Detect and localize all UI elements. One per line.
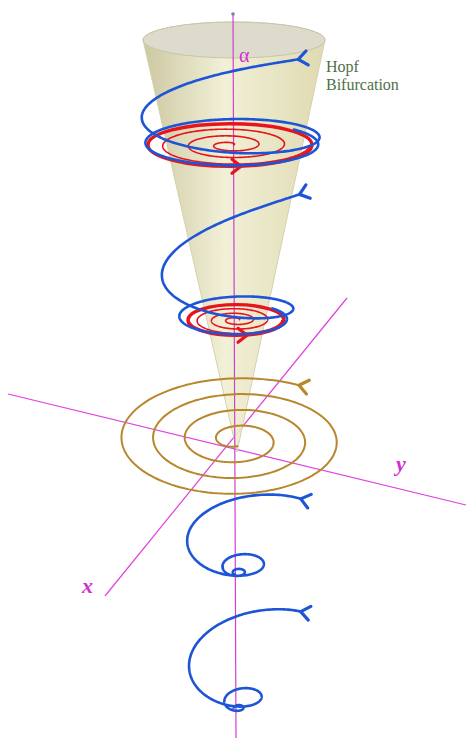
flow-arrow bbox=[299, 492, 311, 508]
stable-orbit bbox=[162, 194, 301, 334]
stable-focus bbox=[189, 609, 302, 711]
axis-label: x bbox=[82, 574, 102, 598]
stable-orbit bbox=[142, 59, 320, 165]
axis-label: y bbox=[396, 452, 416, 476]
bifurcation-label: Hopf Bifurcation bbox=[326, 58, 416, 93]
axis-tip bbox=[231, 12, 235, 16]
flow-arrow bbox=[297, 185, 310, 201]
flow-arrow bbox=[297, 51, 308, 66]
stable-focus bbox=[187, 495, 302, 576]
flow-arrow bbox=[298, 378, 310, 394]
flow-arrow bbox=[299, 605, 310, 620]
cone-top bbox=[143, 22, 325, 58]
axis-label: α bbox=[239, 44, 259, 66]
critical-spiral bbox=[121, 378, 336, 494]
